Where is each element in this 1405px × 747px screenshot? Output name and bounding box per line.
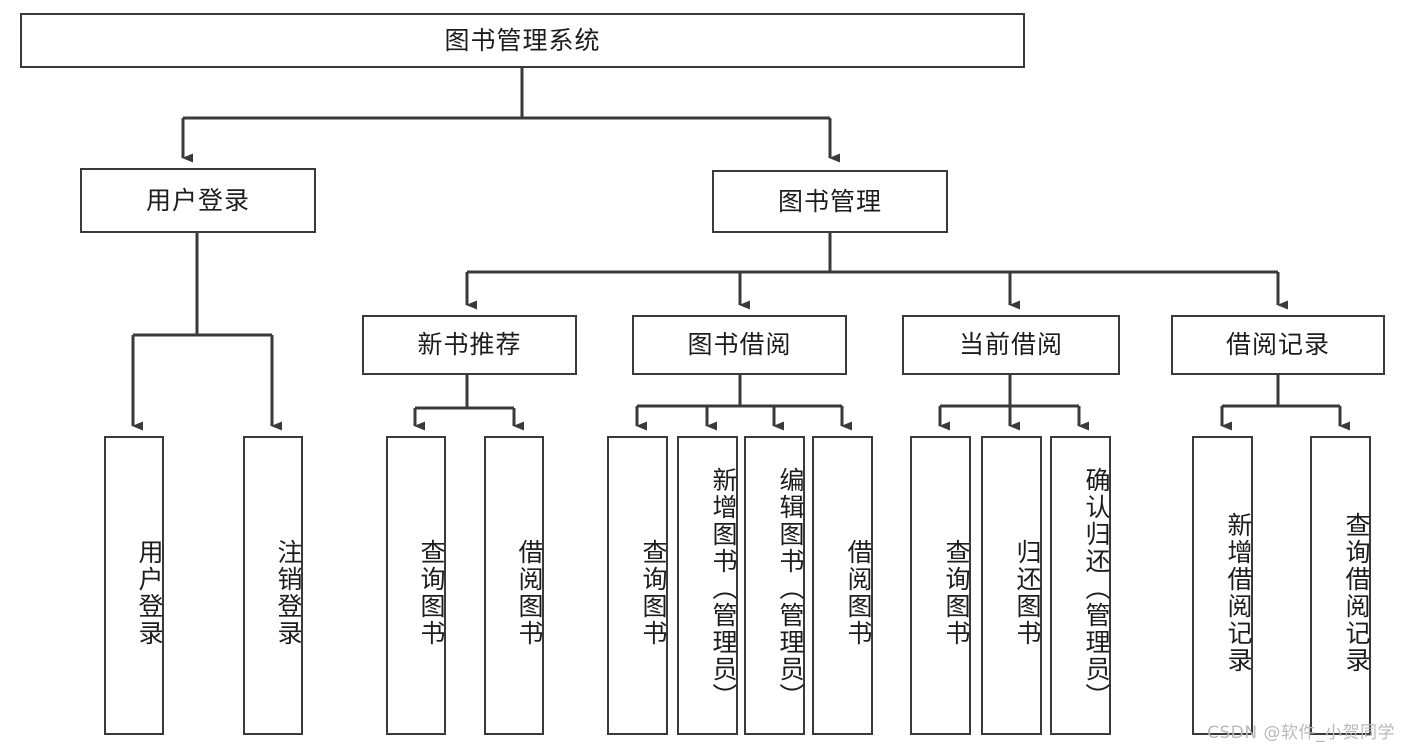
node-leaf-query-record[interactable]: 查询借阅记录	[1310, 436, 1371, 735]
node-leaf-query-book-2[interactable]: 查询图书	[607, 436, 668, 735]
node-borrow-record-label: 借阅记录	[1225, 330, 1330, 360]
node-book-management-label: 图书管理	[777, 186, 882, 216]
node-leaf-borrow-book-1[interactable]: 借阅图书	[484, 436, 544, 735]
node-new-book-recommend-label: 新书推荐	[417, 330, 522, 360]
node-new-book-recommend[interactable]: 新书推荐	[362, 315, 577, 375]
node-current-borrow-label: 当前借阅	[958, 330, 1063, 360]
node-leaf-add-record-label: 新增借阅记录	[1224, 511, 1253, 674]
node-leaf-user-login[interactable]: 用户登录	[104, 436, 164, 735]
node-leaf-add-record[interactable]: 新增借阅记录	[1192, 436, 1253, 735]
node-leaf-confirm-return-label: 确认归还（管理员）	[1082, 467, 1111, 710]
node-borrow-record[interactable]: 借阅记录	[1171, 315, 1385, 375]
node-leaf-borrow-book-1-label: 借阅图书	[515, 538, 544, 647]
node-current-borrow[interactable]: 当前借阅	[902, 315, 1120, 375]
node-leaf-edit-book[interactable]: 编辑图书（管理员）	[744, 436, 805, 735]
node-leaf-return-book[interactable]: 归还图书	[981, 436, 1042, 735]
csdn-watermark: CSDN @软件_小贺同学	[1207, 723, 1395, 743]
node-root[interactable]: 图书管理系统	[20, 13, 1025, 68]
node-root-label: 图书管理系统	[444, 25, 601, 55]
node-leaf-user-login-label: 用户登录	[135, 538, 164, 647]
node-book-borrow[interactable]: 图书借阅	[632, 315, 847, 375]
node-leaf-query-book-3[interactable]: 查询图书	[910, 436, 971, 735]
node-leaf-query-book-2-label: 查询图书	[639, 538, 668, 647]
node-leaf-query-record-label: 查询借阅记录	[1342, 511, 1371, 674]
node-book-management[interactable]: 图书管理	[712, 170, 948, 233]
node-leaf-confirm-return[interactable]: 确认归还（管理员）	[1050, 436, 1111, 735]
node-leaf-query-book-1[interactable]: 查询图书	[386, 436, 446, 735]
node-leaf-edit-book-label: 编辑图书（管理员）	[776, 467, 805, 710]
node-leaf-add-book[interactable]: 新增图书（管理员）	[677, 436, 738, 735]
node-book-borrow-label: 图书借阅	[687, 330, 792, 360]
node-user-login[interactable]: 用户登录	[80, 168, 316, 233]
node-leaf-borrow-book-2[interactable]: 借阅图书	[812, 436, 873, 735]
node-leaf-return-book-label: 归还图书	[1013, 538, 1042, 647]
node-leaf-logout-login[interactable]: 注销登录	[243, 436, 303, 735]
node-user-login-label: 用户登录	[145, 185, 250, 215]
node-leaf-logout-login-label: 注销登录	[274, 538, 303, 647]
node-leaf-borrow-book-2-label: 借阅图书	[844, 538, 873, 647]
node-leaf-query-book-3-label: 查询图书	[942, 538, 971, 647]
node-leaf-add-book-label: 新增图书（管理员）	[709, 467, 738, 710]
node-leaf-query-book-1-label: 查询图书	[417, 538, 446, 647]
